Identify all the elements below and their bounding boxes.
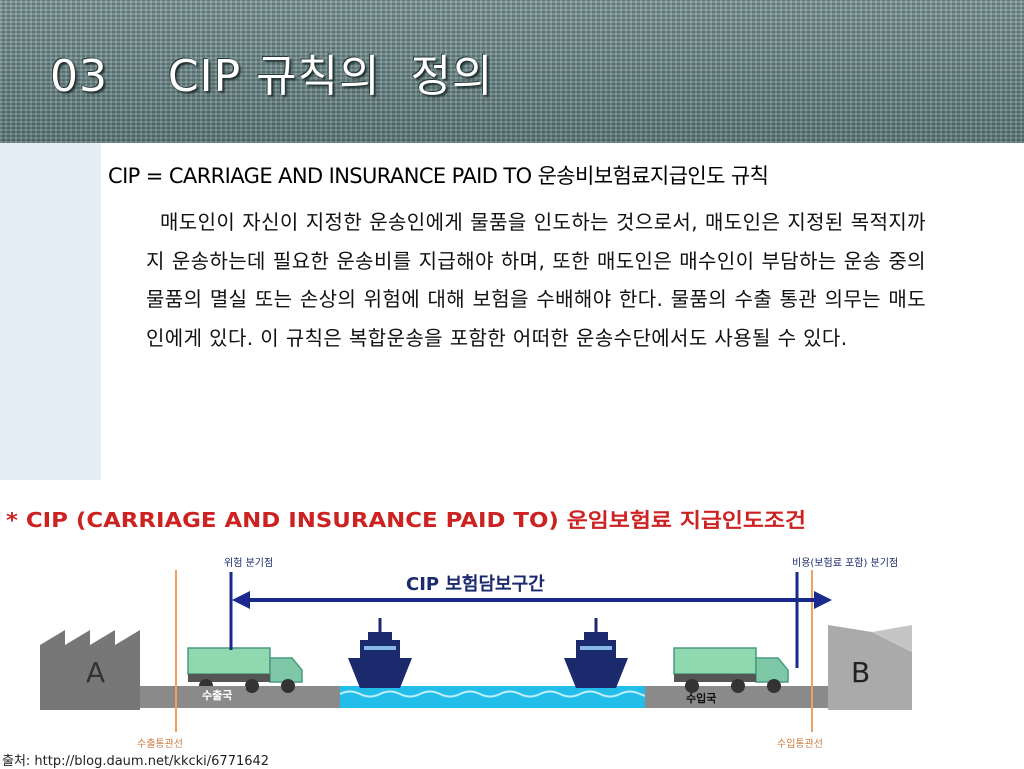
import-truck xyxy=(673,647,789,693)
export-truck xyxy=(187,647,303,693)
export-country-box xyxy=(196,686,246,702)
seller-label: A xyxy=(86,656,105,689)
coverage-label: CIP 보험담보구간 xyxy=(406,573,545,595)
factory-a xyxy=(40,630,140,710)
header-banner: 03 CIP 규칙의 정의 xyxy=(0,0,1024,143)
cost-point-label: 비용(보험료 포함) 분기점 xyxy=(792,557,898,569)
import-country-label: 수입국 xyxy=(686,692,716,705)
import-ground xyxy=(645,686,880,708)
arrow-left-head xyxy=(232,591,250,609)
ship-icon xyxy=(348,618,412,688)
building-b-roof xyxy=(872,625,912,652)
buyer-label: B xyxy=(851,656,870,689)
subtitle: CIP = CARRIAGE AND INSURANCE PAID TO 운송비… xyxy=(108,164,769,188)
source-citation: 출처: http://blog.daum.net/kkcki/6771642 xyxy=(2,754,270,769)
risk-point-label: 위험 분기점 xyxy=(224,556,273,569)
diagram-heading: * CIP (CARRIAGE AND INSURANCE PAID TO) 운… xyxy=(6,508,806,532)
page-title: 03 CIP 규칙의 정의 xyxy=(50,51,494,102)
import-clearance-label: 수입통관선 xyxy=(777,737,823,750)
left-sidebar-band xyxy=(0,143,101,480)
ship-icon xyxy=(564,618,628,688)
body-text: 매도인이 자신이 지정한 운송인에게 물품을 인도하는 것으로서, 매도인은 지… xyxy=(146,210,926,350)
export-clearance-label: 수출통관선 xyxy=(137,738,183,750)
building-b xyxy=(828,625,912,710)
export-country-label: 수출국 xyxy=(202,688,232,702)
cip-diagram: * CIP (CARRIAGE AND INSURANCE PAID TO) 운… xyxy=(6,508,912,750)
arrow-right-head xyxy=(814,591,832,609)
sea-waves xyxy=(339,690,666,698)
